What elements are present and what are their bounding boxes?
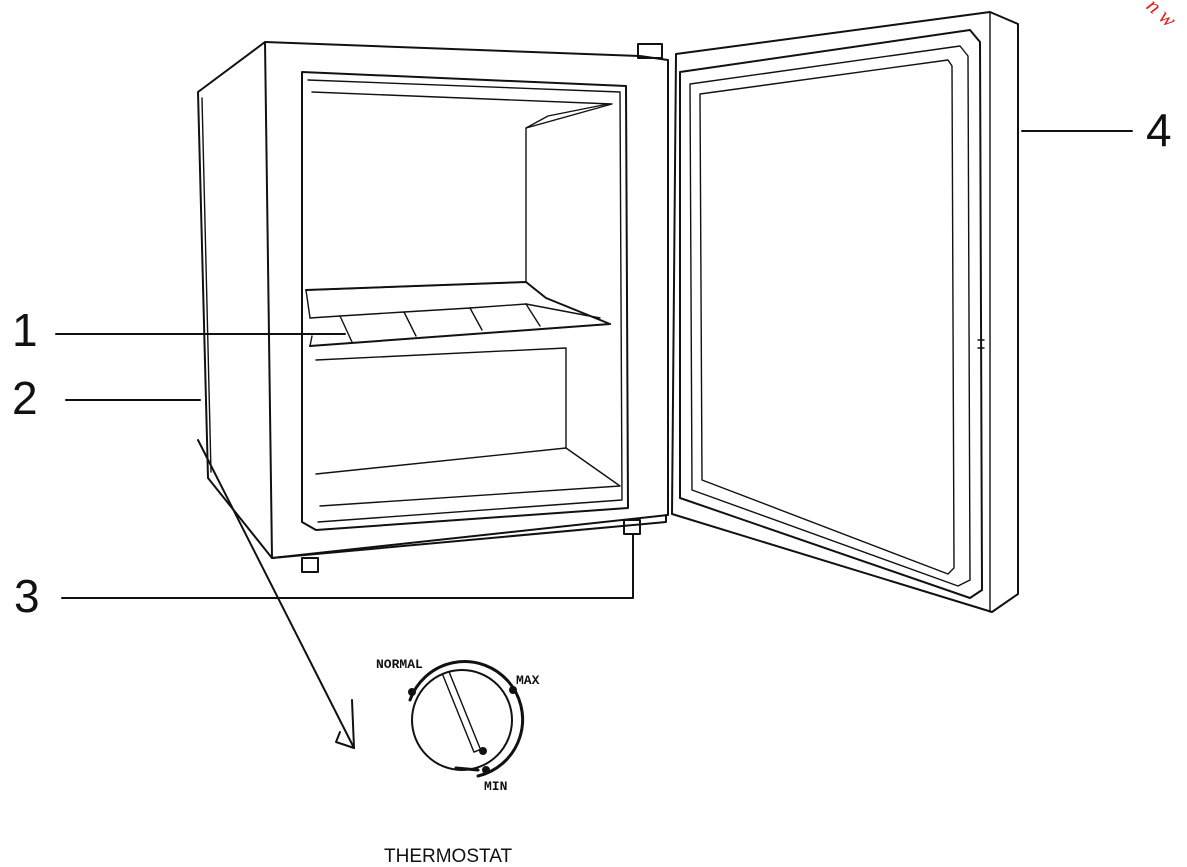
callout-4: 4 <box>1146 104 1172 156</box>
leader-3 <box>61 533 634 599</box>
dial-label-max: MAX <box>516 673 540 688</box>
cabinet-front-frame <box>264 41 669 559</box>
thermostat-caption: THERMOSTAT <box>384 846 512 867</box>
dial-dot-pointer <box>479 747 487 755</box>
dial-label-normal: NORMAL <box>376 657 423 672</box>
callout-3: 3 <box>14 570 40 622</box>
cabinet-base <box>271 514 667 559</box>
callout-1: 1 <box>12 304 38 356</box>
cabinet-side-panel <box>197 41 273 559</box>
shelf <box>305 281 611 347</box>
dial-dot-max <box>509 686 517 694</box>
dial-dot-normal <box>408 688 416 696</box>
shelf-wire <box>403 307 483 331</box>
shelf-wire <box>305 289 311 319</box>
cabinet-opening <box>301 71 629 531</box>
callout-2: 2 <box>12 372 38 424</box>
shelf-back-bar <box>305 281 611 325</box>
thermostat-arrow <box>197 439 355 749</box>
shelf-wire <box>469 303 541 327</box>
cabinet-side-edge <box>201 97 212 473</box>
dial-min-bar <box>454 766 480 772</box>
shelf-wire <box>309 335 313 347</box>
cabinet-opening-inner <box>307 79 623 523</box>
shelf-wire <box>339 311 417 337</box>
dial-knob-pointer <box>441 670 482 753</box>
dial-face <box>411 669 513 771</box>
arrow-shaft <box>197 439 355 749</box>
cabinet-back-wall-right <box>525 103 609 129</box>
cabinet-base-side <box>207 477 273 559</box>
arrow-head-right <box>351 699 355 749</box>
door-glass <box>699 59 955 575</box>
dial-dot-min <box>482 766 490 774</box>
cabinet-floor <box>315 447 621 507</box>
door-outer <box>671 11 1019 613</box>
watermark-text: n w <box>1142 0 1182 32</box>
door-handle-mark <box>977 339 985 349</box>
shelf-wire <box>309 315 353 343</box>
door-gasket-inner <box>689 45 971 587</box>
cabinet-back-wall <box>309 91 613 291</box>
cabinet <box>197 41 669 559</box>
door-gasket-outer <box>679 29 983 599</box>
cabinet-lower-back <box>315 347 567 449</box>
foot-left <box>301 557 319 573</box>
arrow-head-left <box>335 731 355 749</box>
door <box>671 11 1019 613</box>
dial-label-min: MIN <box>484 779 507 794</box>
leader-lines <box>55 130 1133 599</box>
shelf-wire <box>525 303 601 319</box>
foot-right <box>623 519 641 535</box>
hinge-top <box>637 43 663 59</box>
dial-scale-arc <box>408 660 525 778</box>
shelf-front-bar <box>309 323 611 347</box>
thermostat-dial <box>408 660 525 778</box>
